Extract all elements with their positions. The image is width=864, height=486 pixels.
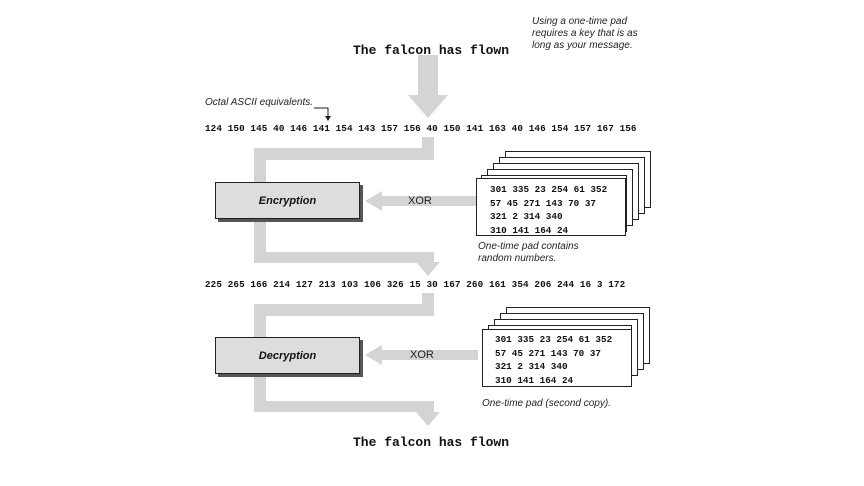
xor-arrow-2 bbox=[365, 345, 478, 365]
pad-caption-2: One-time pad (second copy). bbox=[482, 398, 611, 409]
xor-arrow-1 bbox=[365, 191, 476, 211]
pad-line: 57 45 271 143 70 37 bbox=[495, 347, 602, 359]
pad-front-sheet: 301 335 23 254 61 352 57 45 271 143 70 37… bbox=[476, 178, 626, 236]
plaintext-title: The falcon has flown bbox=[353, 43, 510, 58]
input-arrow bbox=[408, 55, 448, 118]
pad-line: 321 2 314 340 bbox=[490, 211, 563, 222]
pad-line: 310 141 164 24 bbox=[490, 224, 569, 236]
pad-line: 310 141 164 24 bbox=[495, 374, 574, 386]
xor-label-1: XOR bbox=[408, 195, 432, 207]
pad-line: 301 335 23 254 61 352 bbox=[490, 184, 608, 195]
pad-caption-1: One-time pad contains random numbers. bbox=[478, 241, 579, 264]
decrypt-out-flow bbox=[254, 373, 440, 426]
octal-row: 124 150 145 40 146 141 154 143 157 156 4… bbox=[205, 123, 637, 134]
encryption-label: Encryption bbox=[258, 194, 317, 207]
encrypt-out-flow bbox=[254, 218, 440, 276]
pad-front-sheet: 301 335 23 254 61 352 57 45 271 143 70 37… bbox=[482, 329, 632, 387]
decryption-label: Decryption bbox=[258, 349, 317, 362]
pad-numbers-1: 301 335 23 254 61 352 57 45 271 143 70 37… bbox=[477, 179, 625, 237]
octal-note: Octal ASCII equivalents. bbox=[205, 97, 314, 108]
pad-line: 321 2 314 340 bbox=[495, 361, 568, 372]
encrypt-in-flow bbox=[254, 137, 434, 184]
decrypted-title: The falcon has flown bbox=[353, 435, 510, 450]
encryption-box: Encryption bbox=[215, 182, 360, 219]
xor-label-2: XOR bbox=[410, 349, 434, 361]
decrypt-in-flow bbox=[254, 293, 434, 339]
pad-note: Using a one-time pad requires a key that… bbox=[532, 16, 638, 51]
pad-numbers-2: 301 335 23 254 61 352 57 45 271 143 70 37… bbox=[483, 330, 631, 387]
pad-line: 57 45 271 143 70 37 bbox=[490, 197, 597, 209]
pad-line: 301 335 23 254 61 352 bbox=[495, 334, 613, 345]
decryption-box: Decryption bbox=[215, 337, 360, 374]
cipher-row: 225 265 166 214 127 213 103 106 326 15 3… bbox=[205, 279, 626, 290]
octal-pointer-arrowhead bbox=[325, 116, 331, 121]
octal-pointer-arrow bbox=[314, 107, 329, 118]
